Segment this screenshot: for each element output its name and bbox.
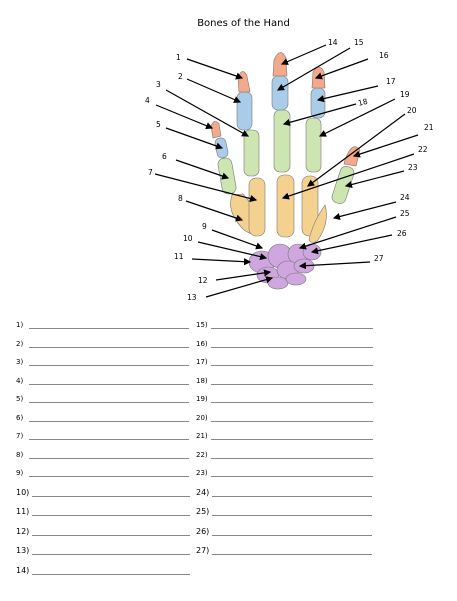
- label-25: 25: [400, 209, 410, 218]
- label-24: 24: [400, 193, 410, 202]
- answer-row-7[interactable]: 7): [16, 432, 189, 440]
- label-21: 21: [424, 123, 434, 132]
- label-13: 13: [187, 293, 197, 302]
- pointer-arrows: [154, 44, 419, 298]
- metacarpal-bones: [230, 174, 327, 243]
- label-19: 19: [400, 90, 410, 99]
- answer-row-12[interactable]: 12): [16, 527, 191, 536]
- answer-row-14[interactable]: 14): [16, 566, 191, 575]
- label-18: 18: [357, 97, 369, 108]
- answer-row-24[interactable]: 24): [196, 488, 373, 497]
- label-7: 7: [148, 168, 153, 177]
- answer-row-25[interactable]: 25): [196, 507, 373, 516]
- answer-row-13[interactable]: 13): [16, 546, 191, 555]
- diagram-number-labels: 1 2 3 4 5 6 7 8 9 10 11 12 13 14 15 16 1…: [145, 38, 434, 302]
- answer-row-16[interactable]: 16): [196, 340, 373, 348]
- label-23: 23: [408, 163, 418, 172]
- answer-row-5[interactable]: 5): [16, 395, 189, 403]
- answer-row-11[interactable]: 11): [16, 507, 191, 516]
- answer-row-26[interactable]: 26): [196, 527, 373, 536]
- label-15: 15: [354, 38, 364, 47]
- label-5: 5: [156, 120, 161, 129]
- answer-row-15[interactable]: 15): [196, 321, 373, 329]
- proximal-phalanges: [217, 109, 355, 204]
- title-text: Bones of the Hand: [197, 18, 290, 29]
- worksheet-title: Bones of the Hand: [0, 18, 457, 29]
- label-8: 8: [178, 194, 183, 203]
- answer-row-17[interactable]: 17): [196, 358, 373, 366]
- answer-row-22[interactable]: 22): [196, 451, 373, 459]
- answer-row-18[interactable]: 18): [196, 377, 373, 385]
- answer-row-9[interactable]: 9): [16, 469, 189, 477]
- label-9: 9: [202, 222, 207, 231]
- label-14: 14: [328, 38, 338, 47]
- answer-row-21[interactable]: 21): [196, 432, 373, 440]
- answer-row-3[interactable]: 3): [16, 358, 189, 366]
- label-17: 17: [386, 77, 396, 86]
- label-4: 4: [145, 96, 150, 105]
- label-26: 26: [397, 229, 407, 238]
- label-12: 12: [198, 276, 208, 285]
- label-3: 3: [156, 80, 161, 89]
- answer-row-8[interactable]: 8): [16, 451, 189, 459]
- answer-row-2[interactable]: 2): [16, 340, 189, 348]
- label-6: 6: [162, 152, 167, 161]
- label-11: 11: [174, 252, 184, 261]
- label-22: 22: [418, 145, 428, 154]
- label-2: 2: [178, 72, 183, 81]
- label-1: 1: [176, 53, 181, 62]
- answer-row-4[interactable]: 4): [16, 377, 189, 385]
- label-20: 20: [407, 106, 417, 115]
- answer-row-6[interactable]: 6): [16, 414, 189, 422]
- answer-row-1[interactable]: 1): [16, 321, 189, 329]
- answer-row-20[interactable]: 20): [196, 414, 373, 422]
- answer-row-19[interactable]: 19): [196, 395, 373, 403]
- label-16: 16: [379, 51, 389, 60]
- label-27: 27: [374, 254, 384, 263]
- answer-row-27[interactable]: 27): [196, 546, 373, 555]
- label-10: 10: [183, 234, 193, 243]
- answer-row-23[interactable]: 23): [196, 469, 373, 477]
- answer-row-10[interactable]: 10): [16, 488, 191, 497]
